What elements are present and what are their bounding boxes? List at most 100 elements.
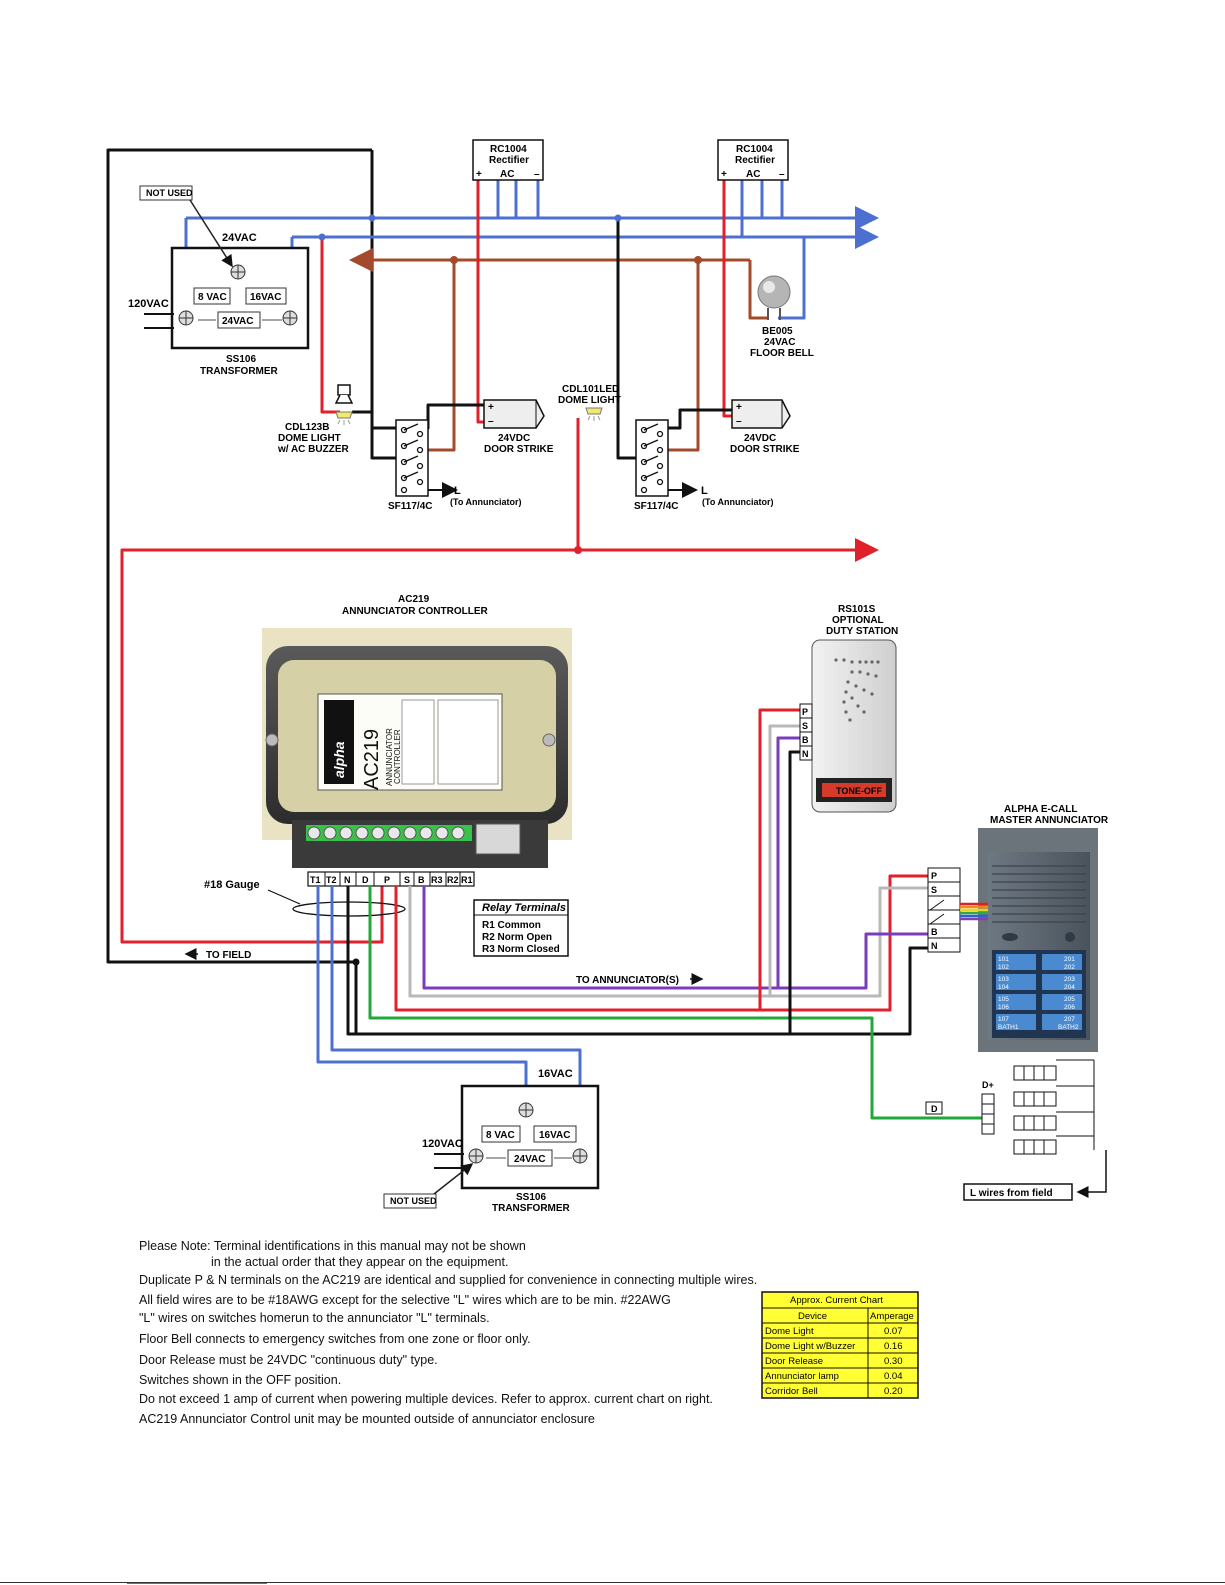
tone-off-button[interactable]: TONE-OFF — [836, 786, 882, 796]
note-line-3: Duplicate P & N terminals on the AC219 a… — [139, 1273, 757, 1287]
transformer-top-tap16: 16VAC — [250, 292, 282, 303]
black-wire-switch — [370, 150, 398, 460]
duty-term-n: N — [802, 749, 809, 759]
switch-right-name: SF117/4C — [634, 501, 678, 512]
rectifier-left-ac: AC — [500, 169, 514, 180]
rectifier-left-name: RC1004 — [490, 144, 527, 155]
dome-light-right-icon — [585, 407, 603, 421]
switch-right-icon — [635, 419, 698, 498]
zone-101: 101 — [998, 956, 1009, 963]
duty-station-line2: OPTIONAL — [832, 615, 884, 626]
to-field-label: TO FIELD — [206, 950, 251, 961]
terminal-t2: T2 — [326, 875, 337, 885]
zone-bath1: BATH1 — [998, 1024, 1019, 1031]
transformer-top-title: SS106 — [226, 354, 256, 365]
dome-right-line2: DOME LIGHT — [558, 395, 621, 406]
terminal-t1: T1 — [310, 875, 321, 885]
dome-left-line2: DOME LIGHT — [278, 433, 341, 444]
relay-box-r2: R2 Norm Open — [482, 932, 552, 943]
d-plus-label: D+ — [982, 1080, 994, 1090]
note-line-9: Do not exceed 1 amp of current when powe… — [139, 1392, 713, 1406]
master-annunciator-body — [927, 828, 1098, 1052]
rectifier-left-minus: – — [534, 169, 540, 180]
transformer-bottom-notused: NOT USED — [390, 1196, 437, 1206]
current-chart-amp: 0.20 — [884, 1386, 903, 1397]
d-terminal — [925, 1101, 943, 1115]
terminal-r2: R2 — [447, 875, 459, 885]
page-bottom-link-underline — [127, 1583, 267, 1584]
current-chart-device: Door Release — [765, 1356, 823, 1367]
transformer-bottom-tap24: 24VAC — [514, 1154, 546, 1165]
rectifier-left — [472, 139, 544, 181]
note-line-7: Door Release must be 24VDC "continuous d… — [139, 1353, 438, 1367]
zone-104: 104 — [998, 984, 1009, 991]
master-line1: ALPHA E-CALL — [1004, 804, 1078, 815]
rectifier-right-plus: + — [721, 169, 727, 180]
current-chart-device: Corridor Bell — [765, 1386, 818, 1397]
note-line-5: "L" wires on switches homerun to the ann… — [139, 1311, 490, 1325]
transformer-top-tap24: 24VAC — [222, 316, 254, 327]
transformer-top — [139, 185, 310, 350]
terminal-p: P — [384, 875, 390, 885]
current-chart-device: Annunciator lamp — [765, 1371, 839, 1382]
note-line-4: All field wires are to be #18AWG except … — [139, 1293, 671, 1307]
floor-bell-volt: 24VAC — [764, 337, 796, 348]
transformer-top-subtitle: TRANSFORMER — [200, 366, 279, 377]
strike-left-line1: 24VDC — [498, 433, 530, 444]
strike-right-minus: – — [736, 416, 742, 427]
duty-station-body — [799, 639, 897, 813]
l-wires-label: L wires from field — [970, 1188, 1053, 1199]
note-line-10: AC219 Annunciator Control unit may be mo… — [139, 1412, 595, 1426]
terminal-d: D — [362, 875, 369, 885]
l-wire-terminal-blocks — [981, 1059, 1095, 1155]
rectifier-right-title: Rectifier — [735, 155, 775, 166]
buzzer-icon — [334, 384, 354, 404]
switch-right-l: L — [701, 485, 708, 497]
current-chart-amp: 0.16 — [884, 1341, 903, 1352]
rectifier-right-ac: AC — [746, 169, 760, 180]
door-strike-right-icon — [731, 399, 791, 429]
switch-left-icon — [395, 419, 458, 498]
zone-102: 102 — [998, 964, 1009, 971]
transformer-bottom-subtitle: TRANSFORMER — [492, 1203, 571, 1214]
current-chart-device: Dome Light w/Buzzer — [765, 1341, 855, 1352]
zone-204: 204 — [1064, 984, 1075, 991]
page-bottom-rule — [0, 1582, 1225, 1583]
strike-left-minus: – — [488, 416, 494, 427]
transformer-bottom-input: 120VAC — [422, 1138, 463, 1150]
d-terminal-label: D — [931, 1104, 938, 1114]
transformer-bottom-tap8: 8 VAC — [486, 1130, 515, 1141]
note-line-1: Please Note: Terminal identifications in… — [139, 1239, 526, 1253]
rectifier-right-minus: – — [779, 169, 785, 180]
duty-station-line3: DUTY STATION — [826, 626, 898, 637]
switch-left-l: L — [454, 485, 461, 497]
dome-light-left-icon — [335, 411, 353, 425]
note-line-6: Floor Bell connects to emergency switche… — [139, 1332, 531, 1346]
current-chart-title: Approx. Current Chart — [790, 1295, 883, 1306]
switch-right-to: (To Annunciator) — [702, 497, 774, 507]
rectifier-right-name: RC1004 — [736, 144, 773, 155]
terminal-n: N — [344, 875, 351, 885]
master-term-b: B — [931, 927, 938, 937]
duty-term-p: P — [802, 707, 808, 717]
zone-205: 205 — [1064, 996, 1075, 1003]
controller-title2: ANNUNCIATOR CONTROLLER — [342, 606, 489, 617]
duty-term-b: B — [802, 735, 809, 745]
current-chart-amp: 0.30 — [884, 1356, 903, 1367]
zone-103: 103 — [998, 976, 1009, 983]
rectifier-left-title: Rectifier — [489, 155, 529, 166]
relay-terminals-box — [473, 899, 569, 957]
current-chart-header-device: Device — [798, 1311, 827, 1322]
to-annunciators-label: TO ANNUNCIATOR(S) — [576, 975, 679, 986]
controller-brand: alpha — [331, 741, 347, 778]
master-term-n: N — [931, 941, 938, 951]
transformer-bottom-top: 16VAC — [538, 1068, 573, 1080]
dome-left-line3: w/ AC BUZZER — [277, 444, 350, 455]
transformer-bottom — [383, 1084, 600, 1209]
rectifier-right — [717, 139, 789, 181]
dome-right-name: CDL101LED — [562, 384, 619, 395]
black-wire-top — [106, 148, 372, 964]
master-term-p: P — [931, 871, 937, 881]
switch-left-name: SF117/4C — [388, 501, 432, 512]
zone-bath2: BATH2 — [1058, 1024, 1079, 1031]
